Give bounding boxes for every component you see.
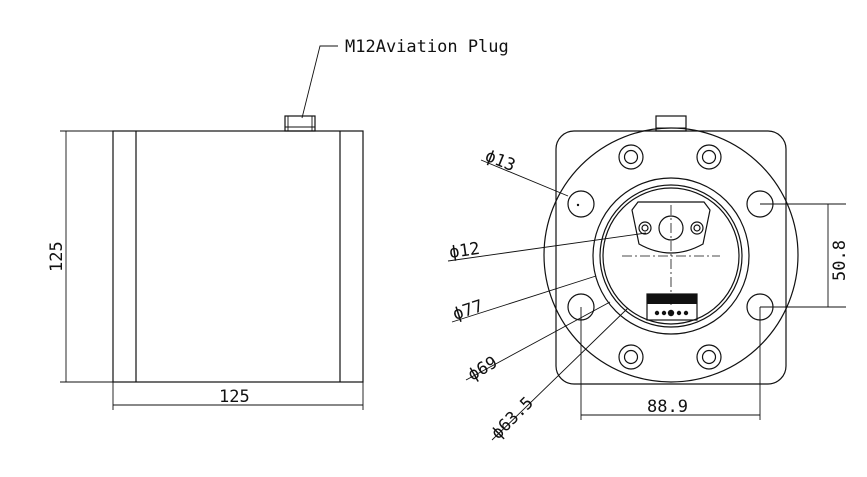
front-plug-connector — [655, 115, 687, 132]
height-dimension-value: 125 — [47, 241, 67, 272]
counterbore-hole-tl — [618, 144, 644, 170]
counterbore-hole-bl — [618, 344, 644, 370]
vertical-spacing-value: 50.8 — [830, 240, 850, 281]
plug-callout-label: M12Aviation Plug — [345, 37, 509, 57]
width-dimension-value: 125 — [219, 387, 250, 407]
leader-dia13 — [480, 159, 569, 197]
leader-dia69 — [465, 301, 611, 381]
front-square-plate — [555, 130, 787, 385]
horizontal-spacing-value: 88.9 — [647, 397, 688, 417]
plug-leader-line — [301, 45, 338, 119]
lower-connector-block — [646, 293, 698, 321]
dia12-label: ϕ12 — [448, 239, 481, 263]
center-pin-left — [638, 221, 652, 235]
front-round-flange — [543, 127, 799, 383]
counterbore-hole-tr — [696, 144, 722, 170]
dia69-label: ϕ69 — [465, 353, 502, 386]
through-hole-ul — [567, 190, 595, 218]
leader-dia77 — [451, 275, 597, 323]
leader-dia63-5 — [491, 307, 629, 441]
side-view: M12Aviation Plug 125 125 — [47, 37, 509, 410]
leader-dia12 — [447, 232, 647, 262]
counterbore-hole-br — [696, 344, 722, 370]
dia13-label: ϕ13 — [482, 146, 518, 176]
dia63-5-label: ϕ63.5 — [487, 393, 537, 443]
side-body-outline — [112, 130, 364, 383]
side-plug-connector — [284, 115, 316, 132]
bore-outer-circle — [592, 177, 750, 335]
center-pin-right — [690, 221, 704, 235]
front-view: ϕ13 ϕ12 ϕ77 ϕ69 ϕ63.5 50.8 88.9 — [447, 115, 850, 444]
center-mount-block — [631, 201, 711, 254]
center-hole — [658, 215, 684, 241]
counterbored-holes — [618, 144, 722, 370]
bore-innermost-circle — [602, 187, 740, 325]
bore-inner-circle — [599, 184, 743, 328]
dia77-label: ϕ77 — [450, 296, 485, 325]
